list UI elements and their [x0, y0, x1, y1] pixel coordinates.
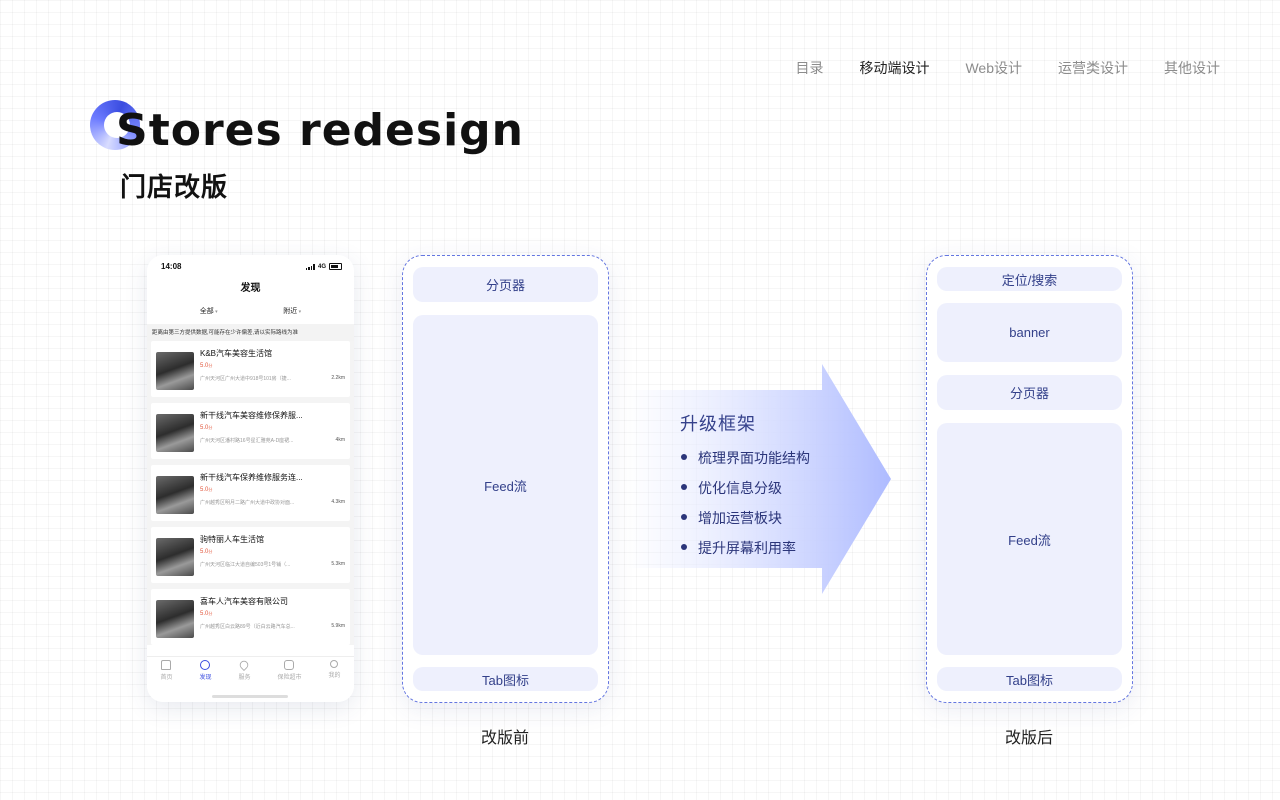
store-distance: 2.2km — [331, 375, 345, 381]
list-item[interactable]: 新干线汽车保养维修服务连... 5.0分 广州越秀区明月二路广州大道中政协对面.… — [151, 465, 350, 521]
status-bar: 14:08 4G — [147, 255, 354, 271]
logo-circle-icon — [90, 100, 140, 150]
caption-before: 改版前 — [480, 730, 529, 747]
nav-item-mobile-design[interactable]: 移动端设计 — [859, 60, 930, 76]
store-name: 新干线汽车美容维修保养服... — [200, 411, 303, 420]
store-thumbnail — [156, 476, 194, 514]
upgrade-point: 梳理界面功能结构 — [680, 448, 810, 468]
store-address: 广州天河区广州大道中918号101房（捷... — [200, 376, 291, 382]
wire-block-location-search: 定位/搜索 — [937, 267, 1122, 291]
store-name: K&B汽车美容生活馆 — [200, 349, 273, 358]
home-indicator — [212, 695, 288, 698]
store-rating: 5.0分 — [200, 611, 213, 617]
phone-page-title: 发现 — [240, 283, 261, 294]
upgrade-point: 优化信息分级 — [680, 478, 810, 498]
filter-bar: 全部 附近 — [147, 306, 354, 316]
store-distance: 5.3km — [331, 561, 345, 567]
store-thumbnail — [156, 352, 194, 390]
store-address: 广州越秀区白云路89号（近白云路汽车总... — [200, 624, 295, 630]
wireframe-before: 分页器 Feed流 Tab图标 — [402, 255, 609, 703]
wire-block-banner: banner — [937, 303, 1122, 362]
list-item[interactable]: K&B汽车美容生活馆 5.0分 广州天河区广州大道中918号101房（捷... 2… — [151, 341, 350, 397]
store-address: 广州越秀区明月二路广州大道中政协对面... — [200, 500, 295, 506]
wire-block-pager: 分页器 — [937, 375, 1122, 410]
store-list: K&B汽车美容生活馆 5.0分 广州天河区广州大道中918号101房（捷... 2… — [147, 341, 354, 645]
store-rating: 5.0分 — [200, 363, 213, 369]
upgrade-summary: 升级框架 梳理界面功能结构 优化信息分级 增加运营板块 提升屏幕利用率 — [680, 410, 810, 568]
tab-service[interactable]: 服务 — [238, 658, 251, 702]
store-name: 新干线汽车保养维修服务连... — [200, 473, 303, 482]
wireframe-after: 定位/搜索 banner 分页器 Feed流 Tab图标 — [926, 255, 1133, 703]
wire-block-pager: 分页器 — [413, 267, 598, 302]
status-time: 14:08 — [161, 262, 182, 271]
tab-profile[interactable]: 我的 — [328, 660, 341, 702]
user-icon — [330, 660, 339, 668]
top-nav: 目录 移动端设计 Web设计 运营类设计 其他设计 — [795, 58, 1220, 78]
store-thumbnail — [156, 414, 194, 452]
store-distance: 5.9km — [331, 623, 345, 629]
list-item[interactable]: 驹特丽人车生活馆 5.0分 广州天河区临江大道自编503号1号铺（... 5.3k… — [151, 527, 350, 583]
store-rating: 5.0分 — [200, 487, 213, 493]
page-subtitle: 门店改版 — [120, 172, 229, 202]
shop-icon — [284, 660, 295, 670]
store-thumbnail — [156, 538, 194, 576]
filter-all[interactable]: 全部 — [200, 306, 218, 316]
store-distance: 4km — [335, 437, 345, 443]
store-rating: 5.0分 — [200, 549, 213, 555]
store-rating: 5.0分 — [200, 425, 213, 431]
page-title: Stores redesign — [116, 105, 524, 156]
home-icon — [161, 660, 172, 670]
store-name: 驹特丽人车生活馆 — [200, 535, 264, 544]
list-item[interactable]: 喜车人汽车美容有限公司 5.0分 广州越秀区白云路89号（近白云路汽车总... 5… — [151, 589, 350, 645]
tab-discover[interactable]: 发现 — [199, 660, 212, 702]
nav-item-web-design[interactable]: Web设计 — [965, 60, 1022, 76]
tab-home[interactable]: 首页 — [160, 660, 173, 702]
upgrade-title: 升级框架 — [680, 414, 756, 434]
discover-icon — [200, 660, 211, 670]
signal-icon — [305, 263, 315, 270]
store-name: 喜车人汽车美容有限公司 — [200, 597, 288, 606]
upgrade-point: 提升屏幕利用率 — [680, 538, 810, 558]
wire-block-feed: Feed流 — [937, 423, 1122, 655]
caption-after: 改版后 — [1004, 730, 1053, 747]
network-label: 4G — [317, 263, 326, 270]
nav-item-other-design[interactable]: 其他设计 — [1164, 60, 1220, 76]
wire-block-feed: Feed流 — [413, 315, 598, 655]
store-distance: 4.3km — [331, 499, 345, 505]
nav-item-operations-design[interactable]: 运营类设计 — [1058, 60, 1128, 76]
wire-block-tab: Tab图标 — [937, 667, 1122, 691]
phone-tab-bar: 首页 发现 服务 保险超市 我的 — [147, 656, 354, 702]
tab-insurance[interactable]: 保险超市 — [277, 660, 302, 702]
store-address: 广州天河区潘村路16号星汇雅苑A-D座裙... — [200, 438, 294, 444]
filter-nearby[interactable]: 附近 — [283, 306, 301, 316]
upgrade-point: 增加运营板块 — [680, 508, 810, 528]
battery-icon — [329, 263, 342, 270]
store-address: 广州天河区临江大道自编503号1号铺（... — [200, 562, 291, 568]
heart-icon — [238, 658, 251, 672]
distance-notice: 距离由第三方提供数据,可能存在少许偏差,请以实际路线为准 — [147, 324, 354, 341]
upgrade-arrow-icon — [625, 364, 891, 594]
store-thumbnail — [156, 600, 194, 638]
nav-item-contents[interactable]: 目录 — [795, 60, 824, 76]
wire-block-tab: Tab图标 — [413, 667, 598, 691]
phone-mockup: 14:08 4G 发现 全部 附近 距离由第三方提供数据,可能存在少许偏差,请以… — [147, 255, 354, 702]
list-item[interactable]: 新干线汽车美容维修保养服... 5.0分 广州天河区潘村路16号星汇雅苑A-D座… — [151, 403, 350, 459]
